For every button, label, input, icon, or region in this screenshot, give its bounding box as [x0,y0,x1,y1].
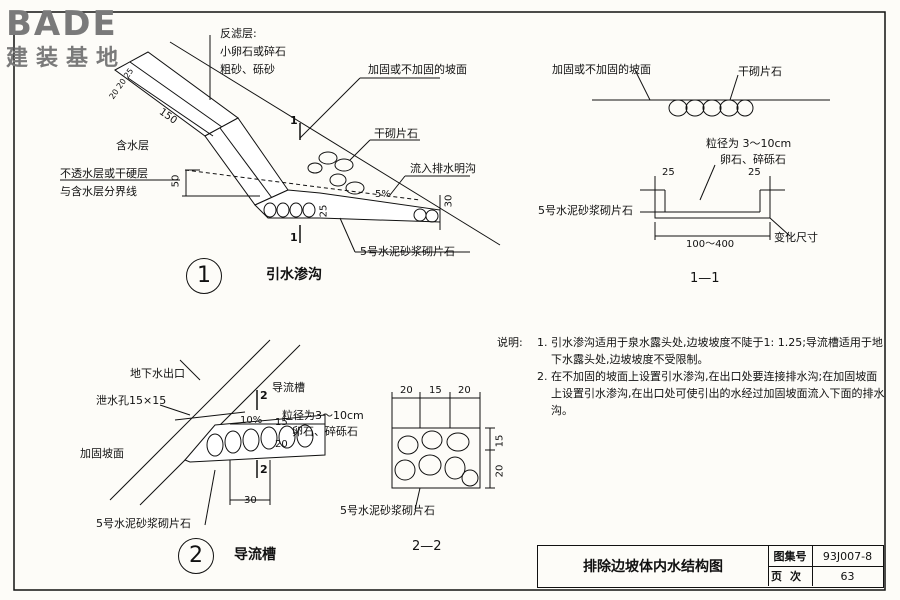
fig2-dim-30: 30 [244,495,257,506]
note-text: 在不加固的坡面上设置引水渗沟,在出口处要连接排水沟;在加固坡面上设置引水渗沟,在… [551,370,885,417]
sec22-drawing [391,392,495,511]
fig2-drawing [109,339,326,526]
fig1-section-mark-bottom: 1 [290,231,298,244]
aquifer-label: 含水层 [116,139,149,152]
sec22-title: 2—2 [412,539,442,554]
fig1-slope-label: 加固或不加固的坡面 [368,63,467,76]
note-item: 说明: 1. 引水渗沟适用于泉水露头处,边坡坡度不陡于1: 1.25;导流槽适用… [497,334,887,368]
drain-channel-inner [219,127,273,199]
logo: BADE 建装基地 [6,4,126,72]
sec11-slope-label: 加固或不加固的坡面 [552,63,651,76]
drain-channel [204,117,289,206]
fig2-particle-label: 粒径为3～10cm [282,409,364,422]
aquifer-boundary-line [184,169,421,201]
fig2-slope-percent: 10% [240,415,263,426]
weep-hole-label: 泄水孔15×15 [96,394,167,407]
note-item: 2. 在不加固的坡面上设置引水渗沟,在出口处要连接排水沟;在加固坡面上设置引水渗… [497,368,887,419]
note-num: 2. [537,370,548,383]
filter-layer-divider [129,61,223,128]
notes: 说明: 1. 引水渗沟适用于泉水露头处,边坡坡度不陡于1: 1.25;导流槽适用… [497,334,887,419]
sec22-dim-top-3: 20 [458,385,471,396]
sec11-variable-label: 变化尺寸 [774,231,818,244]
filter-layer-item-2: 粗砂、砾砂 [220,63,275,76]
fig1-drawing [60,35,501,253]
sec22-dim-top-1: 20 [400,385,413,396]
fig2-section-mark-top: 2 [260,389,268,402]
outlet-label: 地下水出口 [130,367,185,380]
fig2-section-mark-bottom: 2 [260,463,268,476]
note-text: 引水渗沟适用于泉水露头处,边坡坡度不陡于1: 1.25;导流槽适用于地下水露头处… [551,336,883,366]
sec22-dim-20: 20 [494,464,506,478]
filter-layer-item-1: 小卵石或碎石 [220,45,286,58]
notes-label: 说明: [497,336,523,349]
fig2-dim-15: 15 [275,417,288,428]
logo-cn: 建装基地 [6,46,127,71]
fig1-slope-percent: 5% [375,189,391,200]
drawing-title: 排除边坡体内水结构图 [538,546,769,586]
trench-outline [654,190,771,219]
sec11-dim-25a: 25 [662,167,675,178]
sec22-mortar-stone-label: 5号水泥砂浆砌片石 [340,504,435,517]
fig2-title: 导流槽 [234,547,276,563]
boundary-label-1: 不透水层或干硬层 [60,167,148,180]
fig2-dim-20: 20 [275,439,288,450]
open-ditch-label: 流入排水明沟 [410,162,476,175]
atlas-value: 93J007-8 [812,546,883,567]
sec11-gravel-label: 卵石、碎砾石 [720,153,786,166]
slope-line-outer [109,339,271,501]
fig2-gravel-label: 卵石、碎砾石 [292,425,358,438]
sec11-particle-label: 粒径为 3～10cm [706,137,792,150]
sheet-border [13,11,886,591]
dim-50: 50 [170,174,182,188]
sec11-dry-stone-label: 干砌片石 [738,65,782,78]
guide-label: 导流槽 [272,381,305,394]
title-block: 排除边坡体内水结构图 图集号 93J007-8 页次 63 [537,545,884,588]
fig1-dry-stone-label: 干砌片石 [374,127,418,140]
reinforced-slope-label: 加固坡面 [80,447,124,460]
fig2-number: 2 [178,538,214,574]
dim-30: 30 [443,194,455,208]
fig1-number: 1 [186,258,222,294]
sec22-dim-top-2: 15 [429,385,442,396]
fig1-mortar-stone-label: 5号水泥砂浆砌片石 [360,245,455,258]
logo-en: BADE [6,4,118,44]
sec22-box [391,427,481,489]
page-label: 页次 [768,566,813,586]
fig1-title: 引水渗沟 [266,267,322,283]
sec22-dim-15: 15 [494,434,506,448]
sec11-mortar-stone-label: 5号水泥砂浆砌片石 [538,204,633,217]
note-num: 1. [537,336,548,349]
sec11-dim-25b: 25 [748,167,761,178]
page-value: 63 [840,569,855,583]
sec11-drawing [592,69,830,240]
sec11-title: 1—1 [690,271,720,286]
atlas-label: 图集号 [768,546,813,567]
sec11-dim-width: 100～400 [686,239,735,250]
fig1-section-mark-top: 1 [290,114,298,127]
stone [318,151,338,165]
filter-layer-title: 反滤层: [220,27,257,40]
dim-150-line [127,77,214,137]
slope-leader [299,77,361,139]
dim-25: 25 [318,204,330,218]
fig2-mortar-stone-label: 5号水泥砂浆砌片石 [96,517,191,530]
slope-surface-line [169,41,501,246]
boundary-label-2: 与含水层分界线 [60,185,137,198]
